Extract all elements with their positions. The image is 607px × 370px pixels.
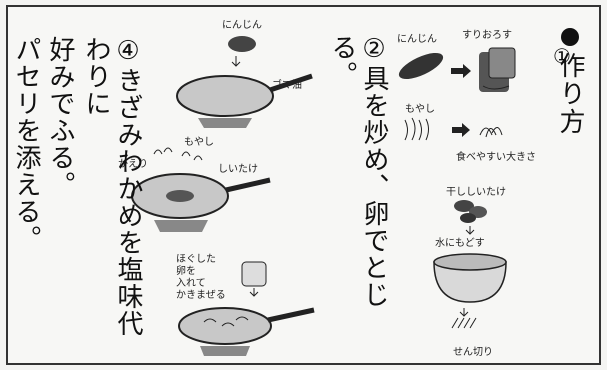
step1-shiitake-label: 干ししいたけ — [446, 187, 506, 198]
step2-egg-label: ほぐした 卵を 入れて かきまぜる — [176, 254, 226, 301]
step1-moyashi-label: もやし — [405, 104, 435, 115]
recipe-title: 作り方 — [552, 28, 589, 136]
step2-kaeri-label: かえり — [118, 159, 148, 170]
step2-shiitake-label: しいたけ — [218, 164, 258, 175]
step2-carrot-label: にんじん — [222, 20, 262, 31]
step4-line2: 好みでふる。 — [45, 36, 75, 198]
title-text: 作り方 — [555, 52, 585, 136]
pan-3-illustration — [178, 261, 315, 356]
step2-moyashi-label: もやし — [184, 137, 214, 148]
step1-julienne-label: せん切り — [453, 347, 493, 358]
step4-line3: パセリを添える。 — [11, 36, 41, 252]
step2-text: ②具を炒め、卵でとじる。 — [327, 34, 389, 308]
soaking-bowl-illustration — [433, 253, 507, 329]
shiitake-illustration — [454, 200, 487, 235]
step1-grate-label: すりおろす — [462, 30, 512, 41]
bullet-icon — [561, 28, 579, 46]
step1-carrot-label: にんじん — [397, 34, 437, 45]
pan-2-illustration — [131, 147, 271, 232]
pan-1-illustration — [176, 36, 313, 128]
moyashi-illustration — [404, 117, 503, 141]
step4-line1: ④きざみわかめを塩味代わりに — [81, 36, 143, 337]
step1-soak-label: 水にもどす — [435, 238, 485, 249]
step1-number: ① — [553, 44, 571, 68]
step1-cut-label: 食べやすい大きさ — [456, 152, 536, 163]
grating-illustration — [398, 47, 516, 92]
